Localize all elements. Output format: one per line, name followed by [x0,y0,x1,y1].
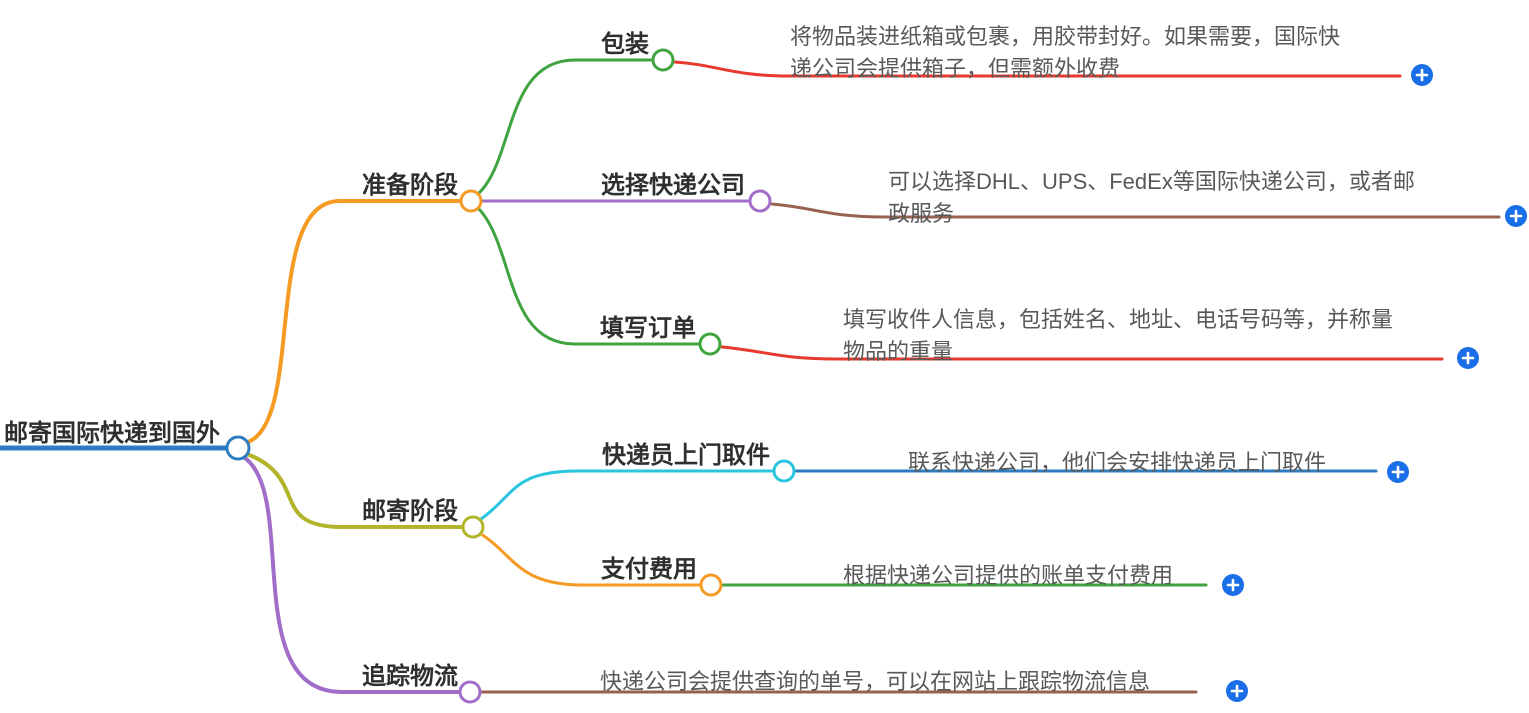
order-node-connector [698,332,722,356]
node-label-pay[interactable]: 支付费用 [601,556,697,583]
plus-glyph [1461,351,1475,365]
add-button-pickup[interactable] [1387,461,1409,483]
add-button-tracking[interactable] [1226,680,1248,702]
plus-glyph [1391,465,1405,479]
node-label-order[interactable]: 填写订单 [600,315,696,342]
add-button-packing[interactable] [1411,64,1433,86]
edge-prepare-to-packing [477,58,653,195]
pay-node-connector [699,573,723,597]
node-desc-pickup[interactable]: 联系快递公司，他们会安排快递员上门取件 [908,450,1327,475]
plus-glyph [1230,684,1244,698]
node-label-packing[interactable]: 包装 [601,31,649,58]
edge-mailing-to-pay [479,532,701,587]
plus-glyph [1415,68,1429,82]
node-desc-tracking[interactable]: 快递公司会提供查询的单号，可以在网站上跟踪物流信息 [600,669,1151,694]
edge-root-to-prepare [246,199,461,444]
node-desc-order[interactable]: 填写收件人信息，包括姓名、地址、电话号码等，并称量物品的重量 [843,307,1394,364]
edge-order-desc [720,345,1444,361]
edge-mailing-to-pickup [479,469,774,521]
edge-prepare-to-order [477,207,700,346]
pickup-node-connector [772,459,796,483]
root-node-connector [225,435,251,461]
plus-glyph [1509,209,1523,223]
node-desc-pay[interactable]: 根据快递公司提供的账单支付费用 [843,563,1174,588]
node-label-mailing[interactable]: 邮寄阶段 [362,498,458,525]
edge-root-to-tracking [240,454,460,694]
node-desc-choose[interactable]: 可以选择DHL、UPS、FedEx等国际快递公司，或者邮政服务 [888,169,1415,226]
choose-node-connector [748,189,772,213]
plus-glyph [1226,578,1240,592]
add-button-choose[interactable] [1505,205,1527,227]
edge-packing-desc [673,60,1402,78]
add-button-pay[interactable] [1222,574,1244,596]
node-label-choose[interactable]: 选择快递公司 [601,172,745,199]
tracking-node-connector [458,680,482,704]
packing-node-connector [651,48,675,72]
node-label-tracking[interactable]: 追踪物流 [362,663,458,690]
edge-root-to-mailing [245,452,463,529]
node-label-pickup[interactable]: 快递员上门取件 [602,442,770,469]
root-node-label[interactable]: 邮寄国际快递到国外 [4,420,220,447]
prepare-node-connector [459,189,483,213]
edge-choose-desc [770,202,1501,219]
node-label-prepare[interactable]: 准备阶段 [362,172,458,199]
add-button-order[interactable] [1457,347,1479,369]
node-desc-packing[interactable]: 将物品装进纸箱或包裹，用胶带封好。如果需要，国际快递公司会提供箱子，但需额外收费 [790,24,1341,81]
mailing-node-connector [461,515,485,539]
